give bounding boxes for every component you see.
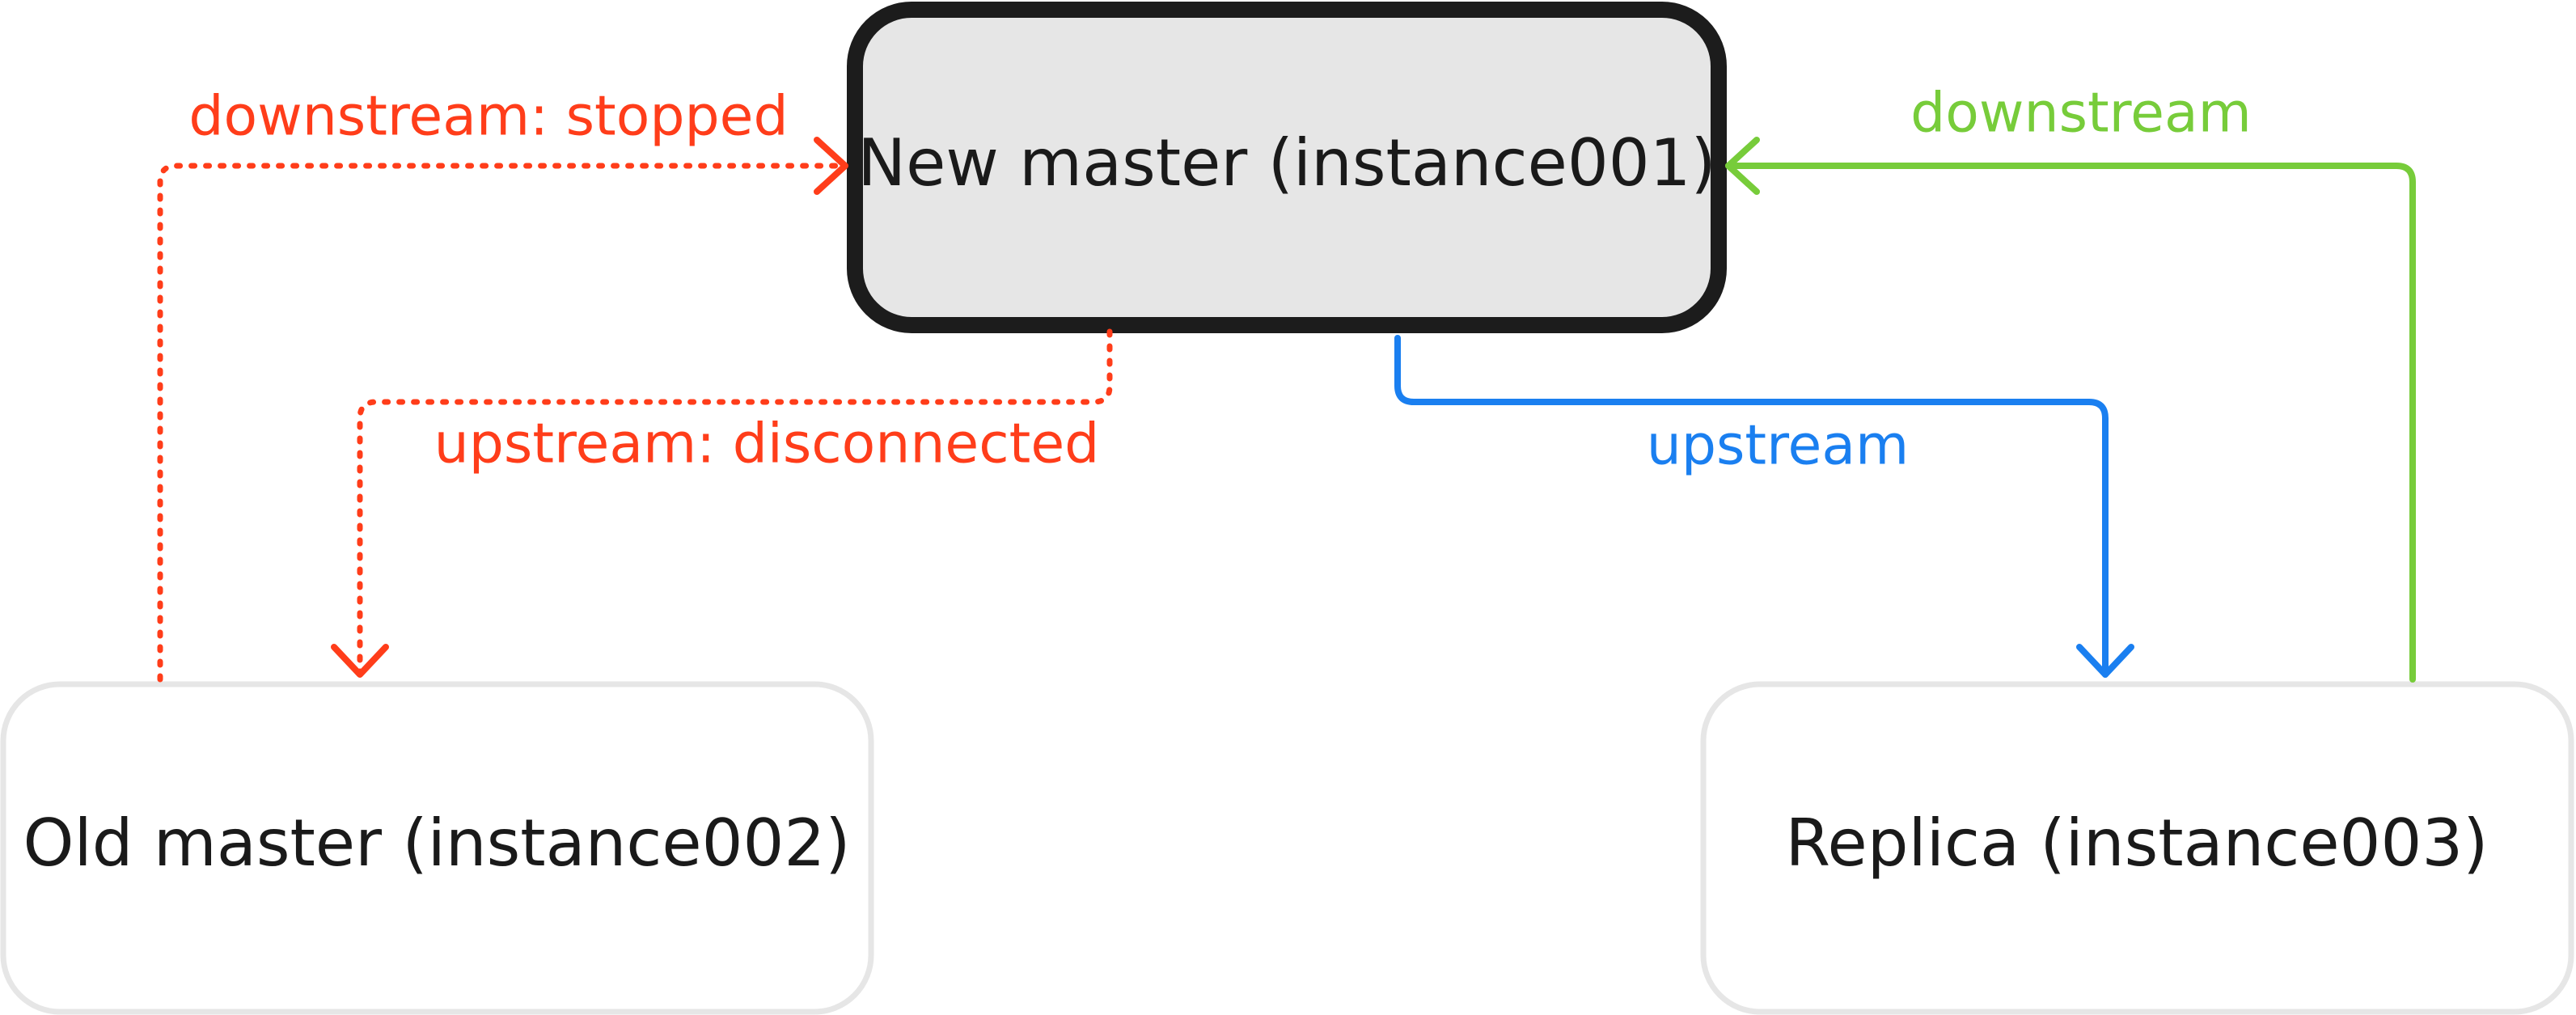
upstream-arrowhead <box>2076 644 2134 678</box>
upstream-edge <box>1394 335 2109 678</box>
replica-label: Replica (instance003) <box>1786 806 2489 881</box>
downstream-arrowhead <box>1725 137 1760 195</box>
downstream-label: downstream <box>1910 82 2252 146</box>
downstream-edge <box>1725 163 2416 683</box>
downstream-stopped-edge <box>157 163 848 683</box>
upstream-label: upstream <box>1647 414 1910 478</box>
upstream-disconnected-label: upstream: disconnected <box>434 412 1100 476</box>
downstream-stopped-arrowhead <box>814 137 848 195</box>
old-master-node <box>0 681 874 1015</box>
old-master-label: Old master (instance002) <box>23 806 851 881</box>
upstream-disconnected-edge <box>357 328 1113 676</box>
new-master-label: New master (instance001) <box>857 125 1715 201</box>
new-master-node <box>847 2 1727 333</box>
replica-node <box>1700 681 2574 1015</box>
upstream-disconnected-arrowhead <box>331 644 389 678</box>
downstream-stopped-label: downstream: stopped <box>188 85 788 149</box>
